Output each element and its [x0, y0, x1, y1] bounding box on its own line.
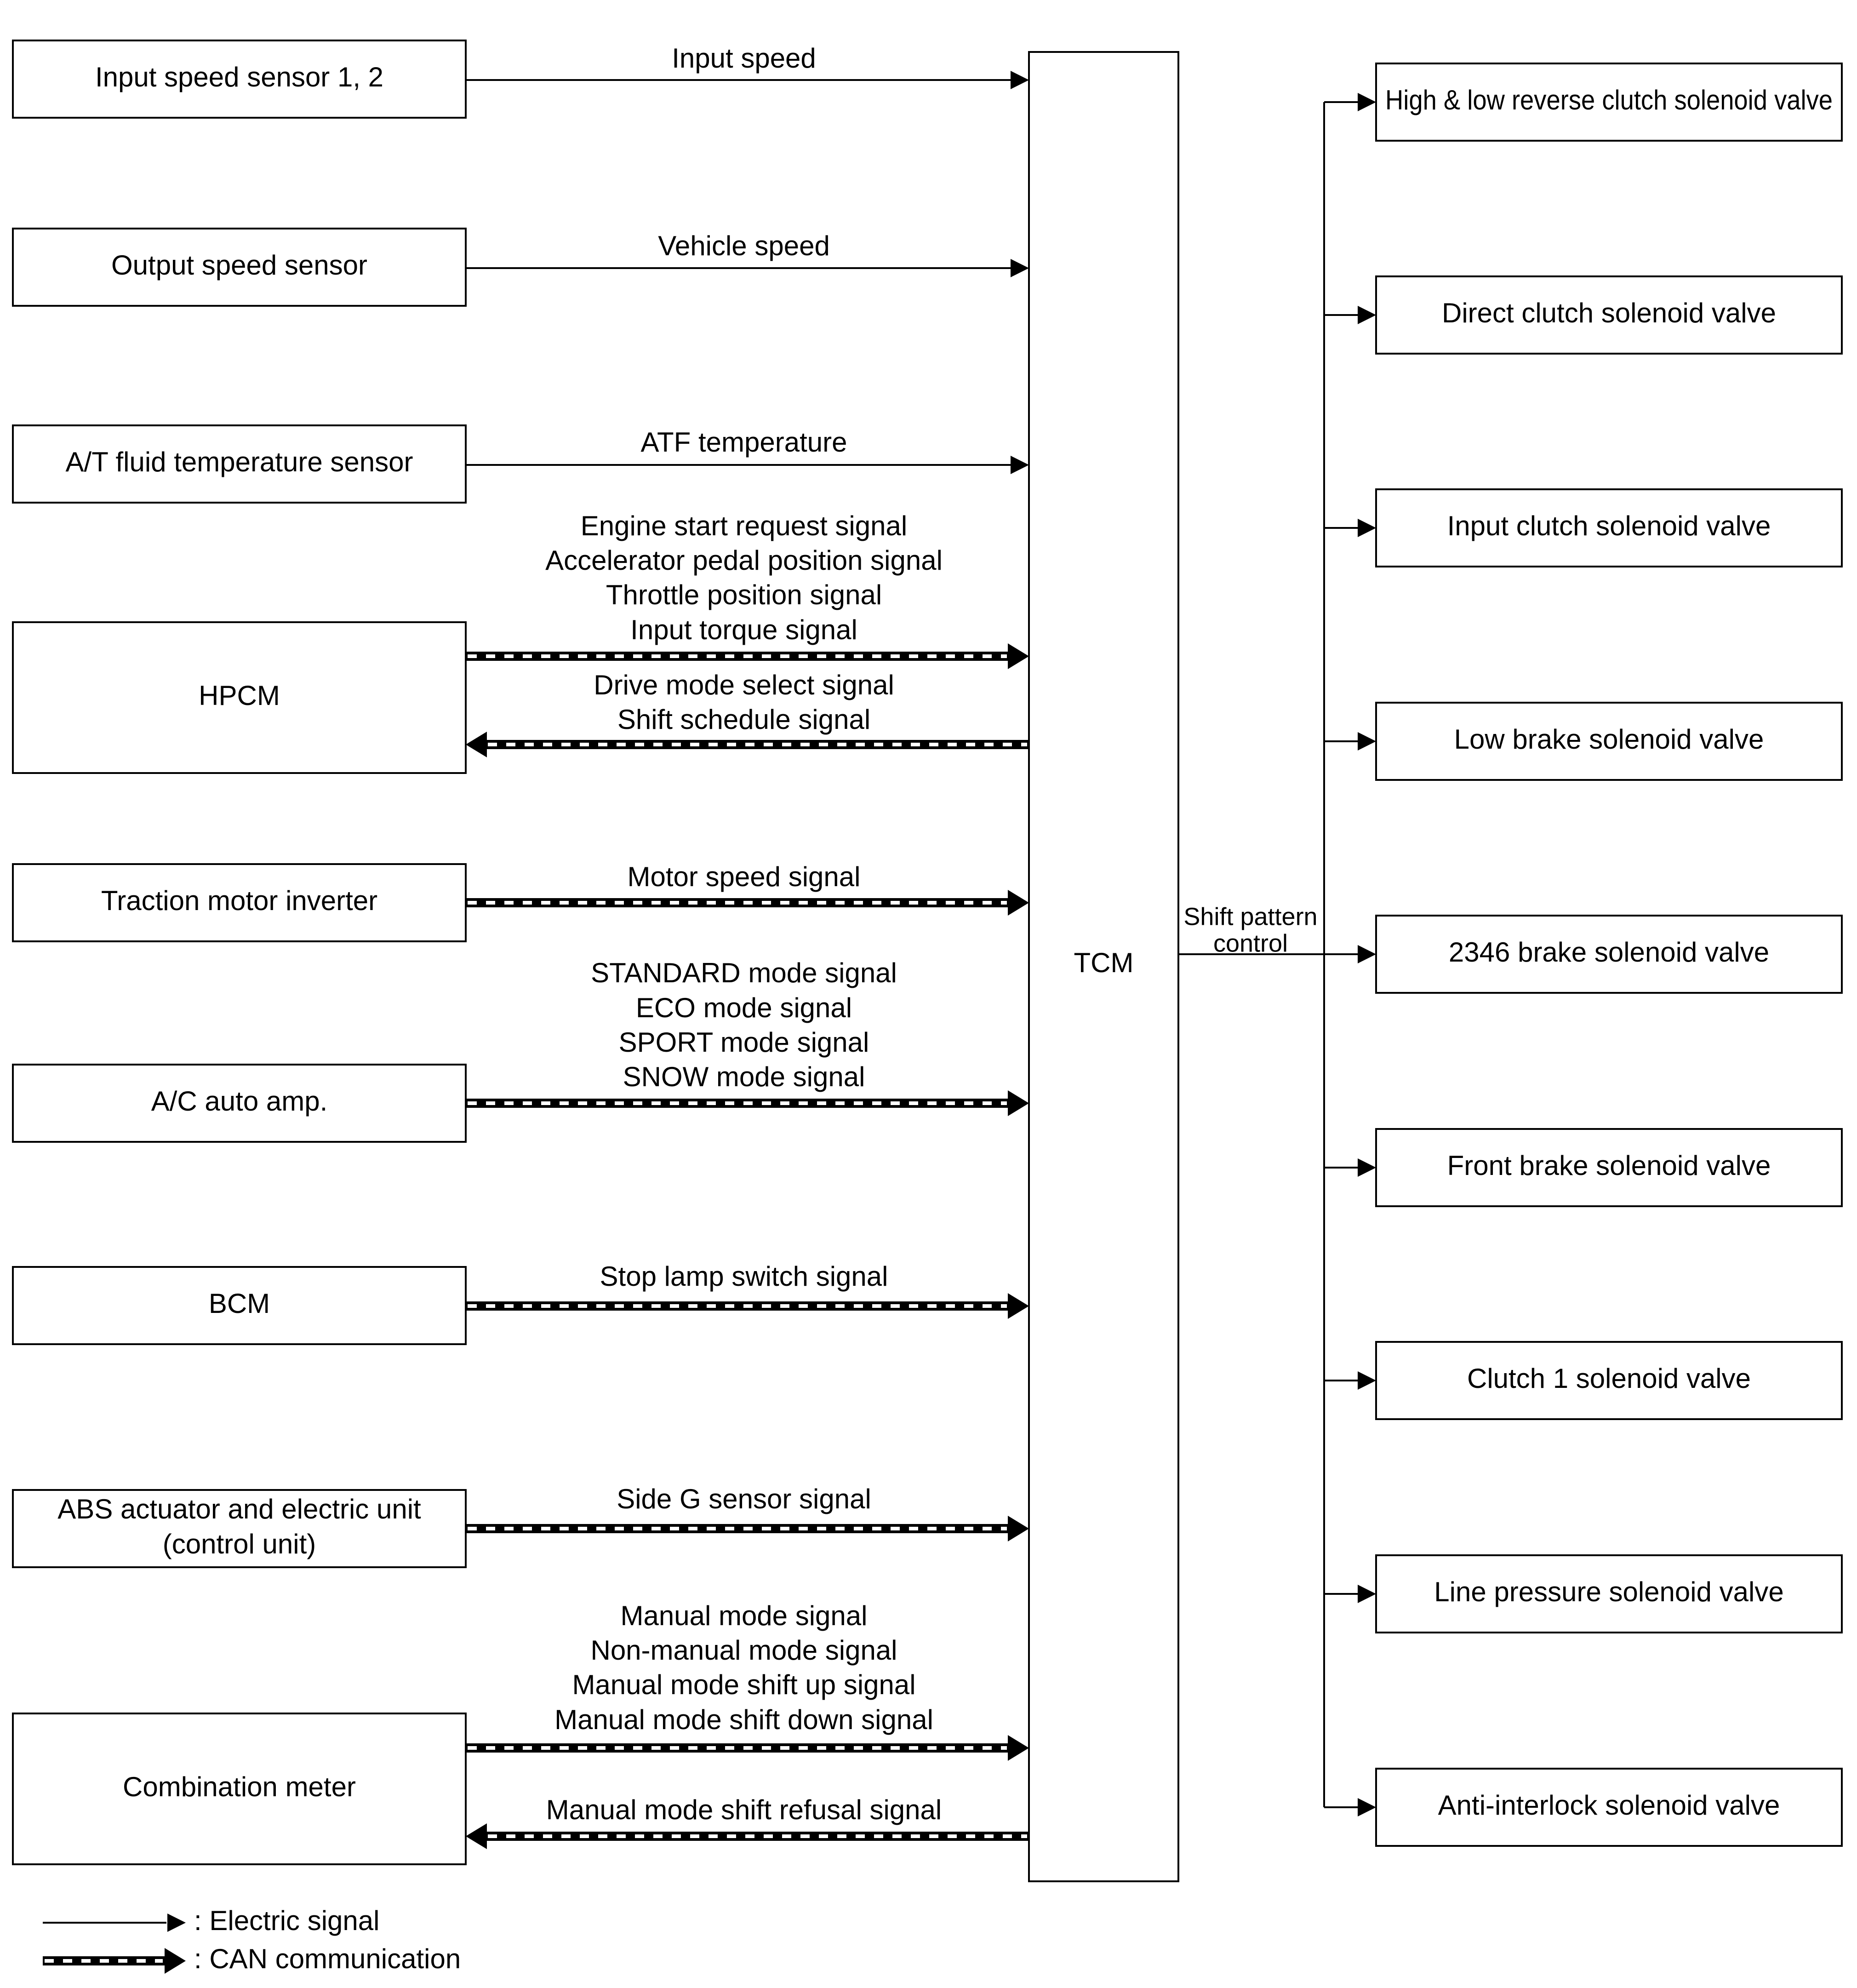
input-box — [12, 1713, 467, 1865]
input-box-label: A/T fluid temperature sensor — [66, 447, 413, 477]
signal-label: Manual mode shift refusal signal — [546, 1794, 942, 1825]
shift-pattern-label: Shift pattern — [1183, 903, 1317, 930]
arrow-head — [1011, 456, 1029, 474]
input-box — [12, 863, 467, 942]
diagram-labels: Input speed sensor 1, 2 Output speed sens… — [57, 43, 1833, 1974]
arrow-head — [1358, 306, 1376, 324]
output-box — [1375, 488, 1843, 567]
arrow-head — [1358, 1371, 1376, 1390]
signal-label: Manual mode shift down signal — [554, 1704, 933, 1735]
output-box-label: Line pressure solenoid valve — [1434, 1576, 1783, 1607]
output-box — [1375, 275, 1843, 355]
output-box — [1375, 63, 1843, 142]
arrow-head — [1358, 1158, 1376, 1177]
input-box — [12, 1489, 467, 1568]
input-box-label: BCM — [209, 1288, 270, 1319]
output-box-label: Direct clutch solenoid valve — [1442, 298, 1776, 328]
input-box-label: Traction motor inverter — [101, 885, 377, 916]
output-box-label: High & low reverse clutch solenoid valve — [1385, 85, 1833, 115]
arrow-head — [1358, 1585, 1376, 1603]
input-box — [12, 228, 467, 307]
output-box — [1375, 1554, 1843, 1633]
arrow-head — [1358, 1798, 1376, 1816]
signal-label: Motor speed signal — [628, 861, 861, 892]
signal-label: Vehicle speed — [658, 230, 830, 261]
output-box — [1375, 915, 1843, 994]
signal-lines — [43, 71, 1376, 1974]
input-box — [12, 40, 467, 119]
input-box-label: Combination meter — [123, 1771, 356, 1802]
signal-label: Drive mode select signal — [594, 670, 894, 700]
output-box — [1375, 702, 1843, 781]
output-box-label: Front brake solenoid valve — [1447, 1150, 1771, 1181]
arrow-head — [1008, 1090, 1029, 1116]
input-box-label: Input speed sensor 1, 2 — [95, 62, 383, 92]
signal-label: SPORT mode signal — [619, 1027, 869, 1058]
input-box — [12, 621, 467, 774]
input-box-label: A/C auto amp. — [151, 1086, 328, 1117]
arrow-head — [466, 1823, 487, 1849]
signal-label: Manual mode signal — [621, 1600, 868, 1631]
arrow-head — [1008, 643, 1029, 669]
signal-label: SNOW mode signal — [623, 1061, 865, 1092]
signal-label: STANDARD mode signal — [591, 957, 897, 988]
signal-label: Side G sensor signal — [617, 1484, 871, 1514]
output-box-label: Anti-interlock solenoid valve — [1438, 1790, 1780, 1821]
signal-label: Engine start request signal — [581, 510, 907, 541]
input-box-label: HPCM — [199, 680, 280, 711]
signal-label: Throttle position signal — [606, 579, 882, 610]
input-box — [12, 424, 467, 504]
output-box-label: Clutch 1 solenoid valve — [1467, 1363, 1751, 1394]
arrow-head — [1358, 93, 1376, 111]
output-box-label: Low brake solenoid valve — [1454, 724, 1764, 755]
legend-electric-label: : Electric signal — [194, 1905, 379, 1936]
signal-label: ECO mode signal — [636, 992, 852, 1023]
signal-label: Non-manual mode signal — [590, 1635, 897, 1666]
input-box — [12, 1064, 467, 1143]
signal-label: Accelerator pedal position signal — [545, 545, 943, 576]
arrow-head — [1011, 71, 1029, 89]
legend-can-label: : CAN communication — [194, 1943, 461, 1974]
signal-label: ATF temperature — [640, 427, 847, 458]
tcm-label: TCM — [1074, 947, 1134, 978]
output-box — [1375, 1128, 1843, 1207]
arrow-head — [1008, 1293, 1029, 1319]
input-box-label: Output speed sensor — [111, 250, 367, 281]
legend-arrow-head — [167, 1914, 186, 1932]
arrow-head — [466, 732, 487, 757]
input-box — [12, 1266, 467, 1345]
signal-label: Shift schedule signal — [617, 704, 870, 735]
signal-label: Input torque signal — [630, 614, 857, 645]
component-boxes — [12, 40, 1843, 1882]
shift-pattern-label: control — [1213, 929, 1288, 957]
output-box-label: Input clutch solenoid valve — [1447, 510, 1771, 541]
signal-label: Input speed — [672, 43, 816, 74]
arrow-head — [1008, 1735, 1029, 1761]
tcm-box — [1028, 51, 1179, 1882]
arrow-head — [1008, 890, 1029, 916]
arrow-head — [1358, 945, 1376, 963]
signal-label: Manual mode shift up signal — [572, 1669, 915, 1700]
output-box — [1375, 1768, 1843, 1847]
output-box — [1375, 1341, 1843, 1420]
legend-arrow-head — [165, 1948, 186, 1974]
arrow-head — [1358, 519, 1376, 537]
signal-label: Stop lamp switch signal — [600, 1261, 888, 1292]
arrow-head — [1011, 259, 1029, 277]
arrow-head — [1358, 732, 1376, 751]
arrow-head — [1008, 1516, 1029, 1541]
input-box-label: (control unit) — [163, 1529, 316, 1559]
output-box-label: 2346 brake solenoid valve — [1449, 937, 1769, 968]
input-box-label: ABS actuator and electric unit — [57, 1494, 421, 1524]
